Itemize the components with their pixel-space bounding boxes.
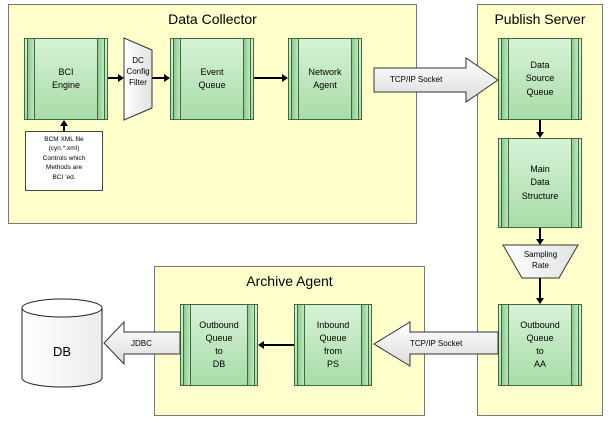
tcp-socket-label-bottom: TCP/IP Socket <box>410 339 463 348</box>
data-source-queue-node: Data Source Queue <box>498 38 582 120</box>
bci-engine-label: BCI Engine <box>51 66 81 90</box>
data-source-queue-label: Data Source Queue <box>525 60 555 97</box>
archive-agent-title: Archive Agent <box>246 273 333 289</box>
sampling-rate-label: Sampling Rate <box>523 250 558 270</box>
jdbc-label: JDBC <box>131 339 152 348</box>
dc-config-filter-label: DC Config Filter <box>126 56 150 87</box>
event-queue-node: Event Queue <box>170 38 254 120</box>
main-data-structure-node: Main Data Structure <box>498 138 582 228</box>
jdbc-arrow-left <box>103 320 181 366</box>
dc-config-filter-shape <box>123 37 153 121</box>
main-data-structure-label: Main Data Structure <box>521 164 559 201</box>
network-agent-label: Network Agent <box>308 66 342 90</box>
tcp-socket-arrow-right <box>373 57 499 103</box>
db-label: DB <box>52 344 72 359</box>
inbound-queue-ps-node: Inbound Queue from PS <box>294 304 372 386</box>
outbound-queue-db-node: Outbound Queue to DB <box>180 304 258 386</box>
inbound-queue-ps-label: Inbound Queue from PS <box>316 319 350 370</box>
bci-engine-node: BCI Engine <box>24 38 108 120</box>
tcp-socket-arrow-left <box>373 321 499 367</box>
publish-server-title: Publish Server <box>494 11 586 27</box>
outbound-queue-aa-node: Outbound Queue to AA <box>498 304 582 386</box>
data-collector-title: Data Collector <box>168 11 257 27</box>
bcm-xml-note: BCM XML file (cyn.*.xml) Controls which … <box>25 131 103 191</box>
db-cylinder-shape <box>21 298 103 388</box>
outbound-queue-db-label: Outbound Queue to DB <box>199 319 239 370</box>
sampling-rate-shape <box>502 244 579 279</box>
network-agent-node: Network Agent <box>288 38 362 120</box>
event-queue-label: Event Queue <box>198 66 226 90</box>
outbound-queue-aa-label: Outbound Queue to AA <box>520 319 560 370</box>
tcp-socket-label-top: TCP/IP Socket <box>390 75 443 84</box>
